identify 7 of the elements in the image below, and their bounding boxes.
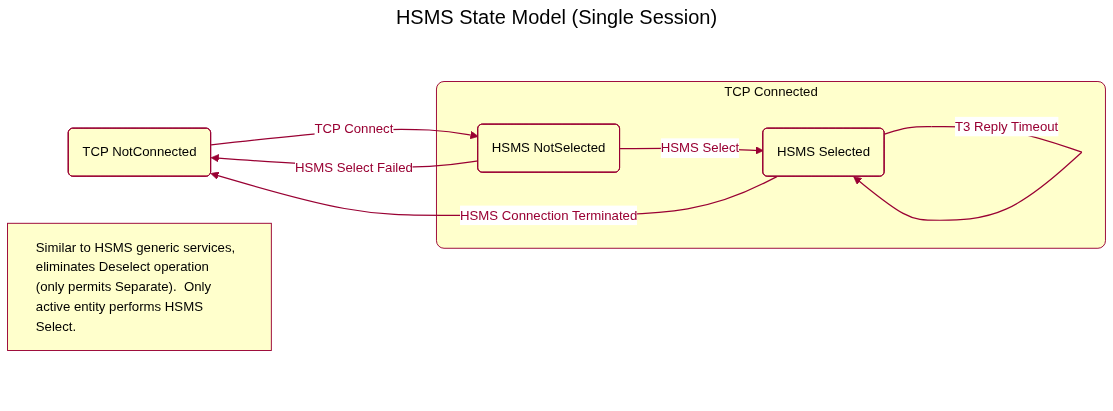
edge-label: HSMS Select Failed — [294, 159, 413, 175]
edge-label: HSMS Select — [660, 140, 740, 156]
edge-label: T3 Reply Timeout — [954, 118, 1059, 134]
diagram-title: HSMS State Model (Single Session) — [394, 6, 719, 29]
edge-label: HSMS Connection Terminated — [460, 207, 638, 223]
edge-label: TCP Connect — [314, 120, 394, 136]
node-box: Similar to HSMS generic services, eliminates Deselect operation (only permits Separate). Only active entity performs HSMS Select. — [7, 222, 272, 351]
